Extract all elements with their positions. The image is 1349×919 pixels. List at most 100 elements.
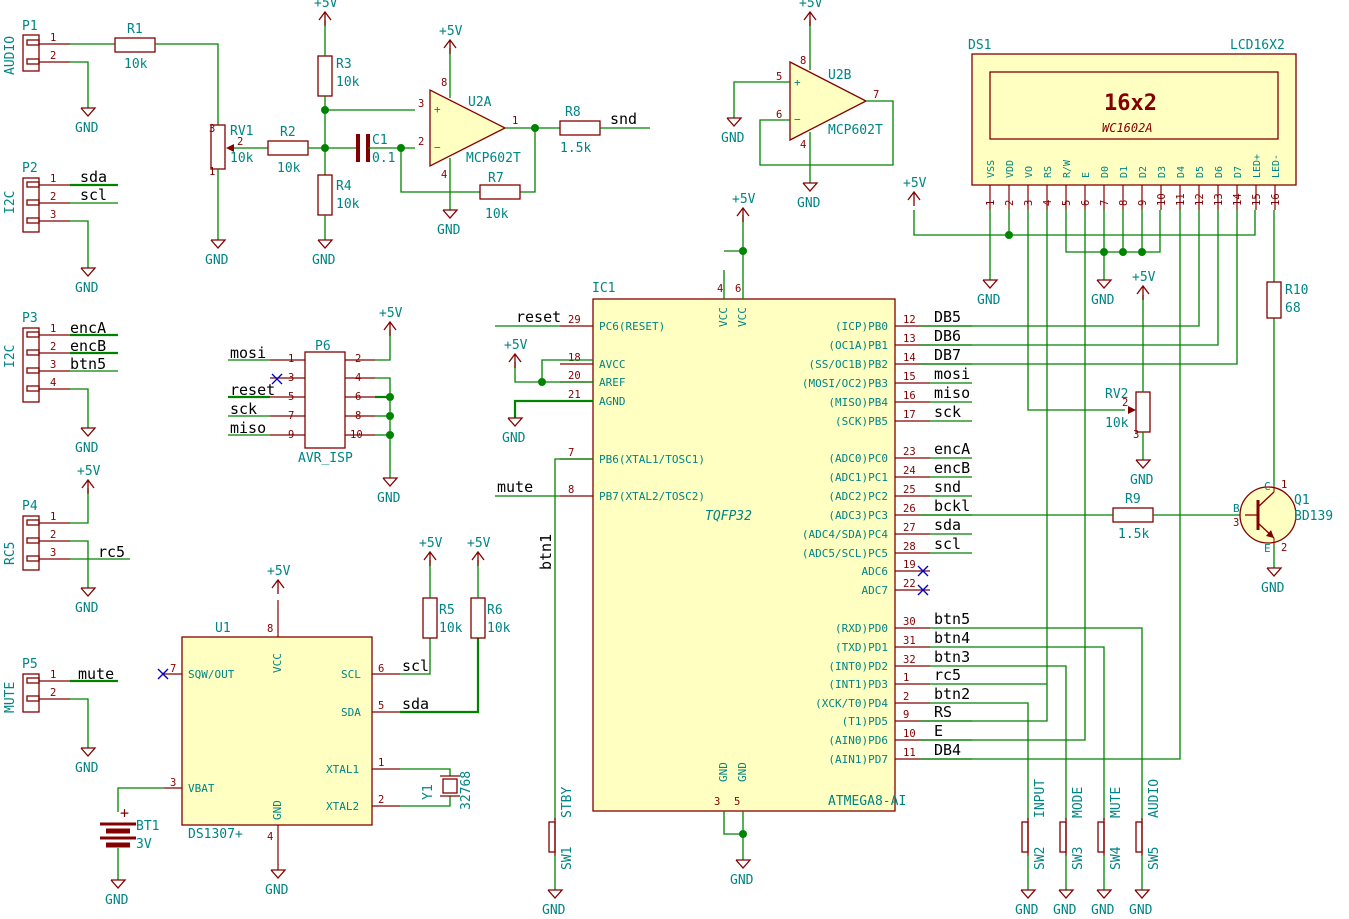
svg-text:Q1: Q1 [1294, 493, 1310, 508]
resistor-r6: R6 10k [470, 560, 511, 639]
ic1-pin-num-32: 32 [903, 654, 916, 666]
svg-text:+5V: +5V [799, 0, 823, 11]
svg-text:XTAL1: XTAL1 [326, 763, 359, 776]
net-label-mosi: mosi [934, 365, 970, 383]
svg-text:1: 1 [50, 669, 56, 681]
lcd-pin-name-11: D4 [1176, 166, 1187, 178]
vcc-symbol: +5V [314, 0, 338, 26]
svg-text:2: 2 [50, 341, 56, 353]
svg-text:8: 8 [355, 410, 361, 422]
net-label-reset: reset [516, 308, 561, 326]
svg-text:5: 5 [734, 796, 740, 808]
svg-text:1: 1 [50, 323, 56, 335]
svg-text:3: 3 [288, 372, 294, 384]
svg-text:2: 2 [50, 50, 56, 62]
svg-text:2: 2 [355, 353, 361, 365]
ic1-pin-name-21: AGND [599, 395, 626, 408]
svg-text:DS1: DS1 [968, 38, 991, 53]
net-label-btn4: btn4 [934, 629, 970, 647]
resistor-r3: R3 10k [317, 20, 415, 175]
vcc-symbol: +5V [903, 176, 927, 206]
gnd-symbol: GND [1130, 459, 1154, 488]
net-label-bckl: bckl [934, 497, 970, 515]
lcd-pin-name-4: RS [1043, 166, 1054, 178]
vcc-symbol: +5V [504, 338, 528, 368]
svg-text:10k: 10k [230, 151, 254, 166]
svg-text:6: 6 [776, 109, 782, 121]
lcd-pin-name-15: LED+ [1252, 154, 1263, 178]
svg-text:10k: 10k [439, 621, 463, 636]
svg-text:2: 2 [418, 136, 424, 148]
svg-text:10k: 10k [487, 621, 511, 636]
gnd-symbol: GND [75, 427, 99, 456]
svg-text:1: 1 [209, 166, 215, 178]
svg-text:3: 3 [50, 209, 56, 221]
ic1-pin-name-15: (MOSI/OC2)PB3 [802, 377, 888, 390]
lcd-pin-num-12: 12 [1194, 193, 1206, 206]
svg-text:ATMEGA8-AI: ATMEGA8-AI [828, 794, 906, 809]
ic1-pin-name-19: ADC6 [862, 565, 889, 578]
svg-text:R6: R6 [487, 603, 503, 618]
svg-text:0.1: 0.1 [372, 151, 395, 166]
svg-text:3: 3 [50, 359, 56, 371]
svg-text:4: 4 [441, 169, 447, 181]
power-symbols: +5V+5V+5V+5V+5V+5V+5V+5V+5V+5V+5V+5VGNDG… [75, 0, 1285, 918]
resistor-r1: R1 10k [114, 22, 219, 125]
ic1-pin-name-10: (AIN0)PD6 [828, 734, 888, 747]
svg-text:Y1: Y1 [421, 784, 436, 800]
svg-text:GND: GND [205, 253, 229, 268]
ic1-pin-num-20: 20 [568, 370, 581, 382]
net-label-encB: encB [934, 459, 970, 477]
switch-ref-2: SW3 [1071, 847, 1086, 870]
net-label-btn2: btn2 [934, 685, 970, 703]
ic1-pin-num-23: 23 [903, 446, 916, 458]
svg-text:R5: R5 [439, 603, 455, 618]
svg-text:RC5: RC5 [3, 542, 18, 565]
svg-text:+: + [120, 804, 129, 822]
ic1-pin-name-29: PC6(RESET) [599, 320, 665, 333]
lcd-pin-name-7: D0 [1100, 166, 1111, 178]
lcd-pin-num-10: 10 [1156, 193, 1168, 206]
switch-name-0: STBY [560, 787, 575, 818]
svg-text:1: 1 [512, 115, 518, 127]
lcd-pin-num-4: 4 [1042, 200, 1054, 206]
svg-text:GND: GND [1015, 903, 1039, 918]
vcc-symbol: +5V [732, 192, 756, 222]
gnd-symbol: GND [75, 747, 99, 776]
svg-text:1: 1 [378, 757, 384, 769]
svg-text:R9: R9 [1125, 492, 1141, 507]
svg-text:3: 3 [50, 547, 56, 559]
svg-text:AVR_ISP: AVR_ISP [298, 451, 353, 466]
net-label-snd: snd [934, 478, 961, 496]
resistor-r4: R4 10k [317, 174, 360, 240]
ic1-pin-name-17: (SCK)PB5 [835, 415, 888, 428]
p1-body [22, 34, 40, 72]
lcd-pin-name-12: D5 [1195, 166, 1206, 178]
lcd-pin-num-5: 5 [1061, 200, 1073, 206]
svg-text:8: 8 [267, 623, 273, 635]
lcd-pin-num-7: 7 [1099, 200, 1111, 206]
svg-text:+5V: +5V [267, 564, 291, 579]
svg-text:reset: reset [230, 381, 275, 399]
svg-text:7: 7 [288, 410, 294, 422]
ic1-pin-name-22: ADC7 [862, 584, 889, 597]
svg-text:TQFP32: TQFP32 [705, 509, 752, 524]
net-label-E: E [934, 722, 943, 740]
svg-text:encB: encB [70, 337, 106, 355]
svg-text:7: 7 [170, 663, 176, 675]
svg-text:GND: GND [1091, 903, 1115, 918]
lcd-wiring [913, 210, 1275, 760]
switch-ref-4: SW5 [1147, 847, 1162, 870]
net-label-miso: miso [934, 384, 970, 402]
svg-text:I2C: I2C [3, 191, 18, 214]
svg-text:+5V: +5V [314, 0, 338, 11]
vcc-symbol: +5V [419, 536, 443, 566]
ic1-pin-num-30: 30 [903, 616, 916, 628]
lcd-pin-name-13: D6 [1214, 166, 1225, 178]
ic1-pin-name-2: (XCK/T0)PD4 [815, 697, 888, 710]
resistor-r9: R9 1.5k [920, 492, 1245, 542]
svg-text:3: 3 [209, 123, 215, 135]
ic1-pin-name-30: (RXD)PD0 [835, 622, 888, 635]
switch-ref-1: SW2 [1033, 847, 1048, 870]
